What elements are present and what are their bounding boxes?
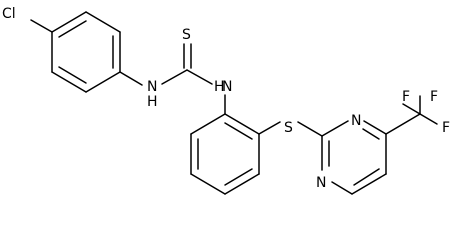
double-bond-inner bbox=[224, 122, 253, 140]
double-bond-inner bbox=[58, 66, 87, 84]
chlorophenyl-ring bbox=[51, 11, 121, 93]
bond-s-pyrimidine bbox=[297, 121, 323, 137]
nh-left-n-label: N bbox=[147, 79, 157, 95]
pyrimidine-n-bottom-label: N bbox=[316, 175, 326, 191]
bond-c-f bbox=[419, 113, 438, 125]
bond bbox=[224, 113, 260, 135]
bond-c-f bbox=[402, 103, 421, 115]
bond bbox=[331, 181, 353, 195]
pyrimidine-n-top-label: N bbox=[351, 113, 361, 129]
bond bbox=[51, 11, 87, 33]
structure-canvas: Cl N H S N H S N bbox=[2, 6, 450, 195]
bond bbox=[363, 120, 387, 135]
bond-ring-s bbox=[258, 121, 281, 135]
double-bond-inner bbox=[353, 168, 380, 186]
fluorine-top-label: F bbox=[402, 89, 410, 105]
bond-nh-c bbox=[161, 69, 188, 85]
thioether-sulfur-label: S bbox=[284, 120, 293, 136]
phenyl-ring bbox=[190, 113, 260, 195]
molecule-structure: Cl N H S N H S N bbox=[2, 6, 450, 195]
nh-right-n-label: N bbox=[222, 79, 232, 95]
bond bbox=[190, 173, 226, 195]
double-bond-inner bbox=[224, 168, 253, 186]
bond-ring-cf3 bbox=[385, 113, 421, 135]
bond bbox=[321, 120, 349, 137]
bond bbox=[224, 173, 260, 195]
bond bbox=[85, 11, 121, 33]
bond-ring-cl bbox=[30, 19, 53, 33]
bond bbox=[190, 113, 226, 135]
nh-right-h-label: H bbox=[214, 79, 225, 95]
fluorine-right-label: F bbox=[442, 120, 450, 136]
bond bbox=[351, 173, 387, 195]
bond bbox=[51, 71, 87, 93]
chlorine-label: Cl bbox=[2, 6, 16, 22]
pyrimidine-ring bbox=[321, 120, 387, 195]
double-bond-inner bbox=[58, 20, 87, 38]
fluorine-right-top-label: F bbox=[430, 89, 438, 105]
bond-c-nh bbox=[186, 69, 213, 85]
bond-ring-nh bbox=[119, 71, 143, 86]
nh-left-h-label: H bbox=[147, 94, 158, 110]
thione-sulfur-label: S bbox=[182, 27, 191, 43]
double-bond-inner bbox=[362, 128, 380, 140]
bond bbox=[85, 71, 121, 93]
